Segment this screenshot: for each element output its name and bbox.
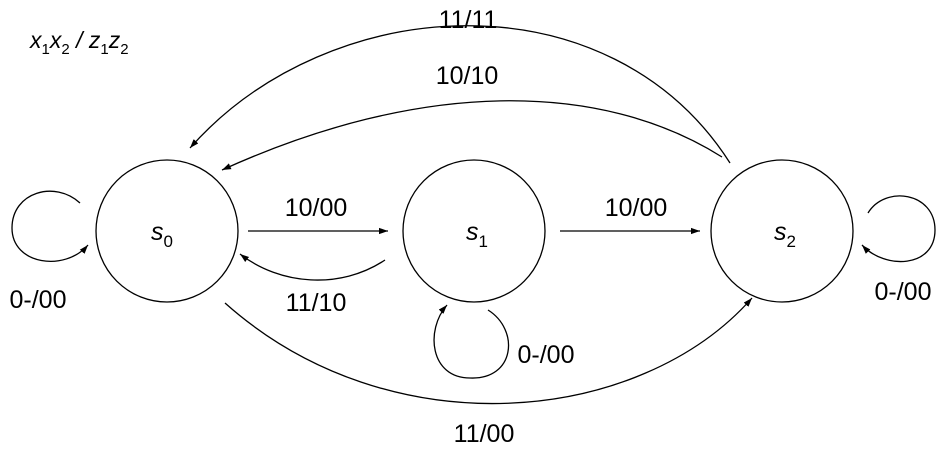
legend-separator: /: [70, 27, 89, 53]
label-s0-to-s2: 11/00: [454, 420, 515, 448]
state-s0: s0: [95, 159, 239, 303]
self-loop-s1: [433, 304, 510, 379]
label-s1-to-s2: 10/00: [605, 194, 668, 222]
legend-x2: x: [49, 27, 63, 53]
state-s2: s2: [710, 159, 854, 303]
label-s2-to-s0-inner: 10/10: [436, 62, 499, 90]
label-self-loop-s0: 0-/00: [10, 286, 67, 314]
legend-x2-sub: 2: [61, 41, 69, 58]
label-self-loop-s1: 0-/00: [518, 341, 575, 369]
label-s2-to-s0-outer: 11/11: [439, 6, 498, 34]
self-loop-s0: [11, 190, 89, 262]
edge-s2-to-s0-outer: [189, 25, 731, 164]
edge-s2-to-s0-inner: [221, 100, 723, 171]
legend-x1-sub: 1: [42, 41, 50, 58]
legend-z1: z: [88, 27, 101, 53]
self-loop-s2: [861, 195, 936, 263]
state-s1-label: s1: [466, 218, 488, 251]
state-s1-circle: [402, 159, 546, 303]
state-s0-label: s0: [151, 218, 173, 251]
legend-z2-sub: 2: [120, 41, 128, 58]
label-s0-to-s1: 10/00: [285, 194, 348, 222]
legend-x1: x: [29, 27, 43, 53]
label-s1-to-s0: 11/10: [286, 289, 347, 317]
legend-label: x1x2 / z1z2: [29, 27, 129, 58]
state-s2-label: s2: [774, 218, 796, 251]
state-s0-circle: [95, 159, 239, 303]
state-s2-circle: [710, 159, 854, 303]
legend-z2: z: [108, 27, 121, 53]
state-s1: s1: [402, 159, 546, 303]
legend-z1-sub: 1: [100, 41, 108, 58]
label-self-loop-s2: 0-/00: [875, 278, 932, 306]
edge-s1-to-s0: [239, 253, 386, 281]
edge-s0-to-s2: [224, 297, 753, 405]
